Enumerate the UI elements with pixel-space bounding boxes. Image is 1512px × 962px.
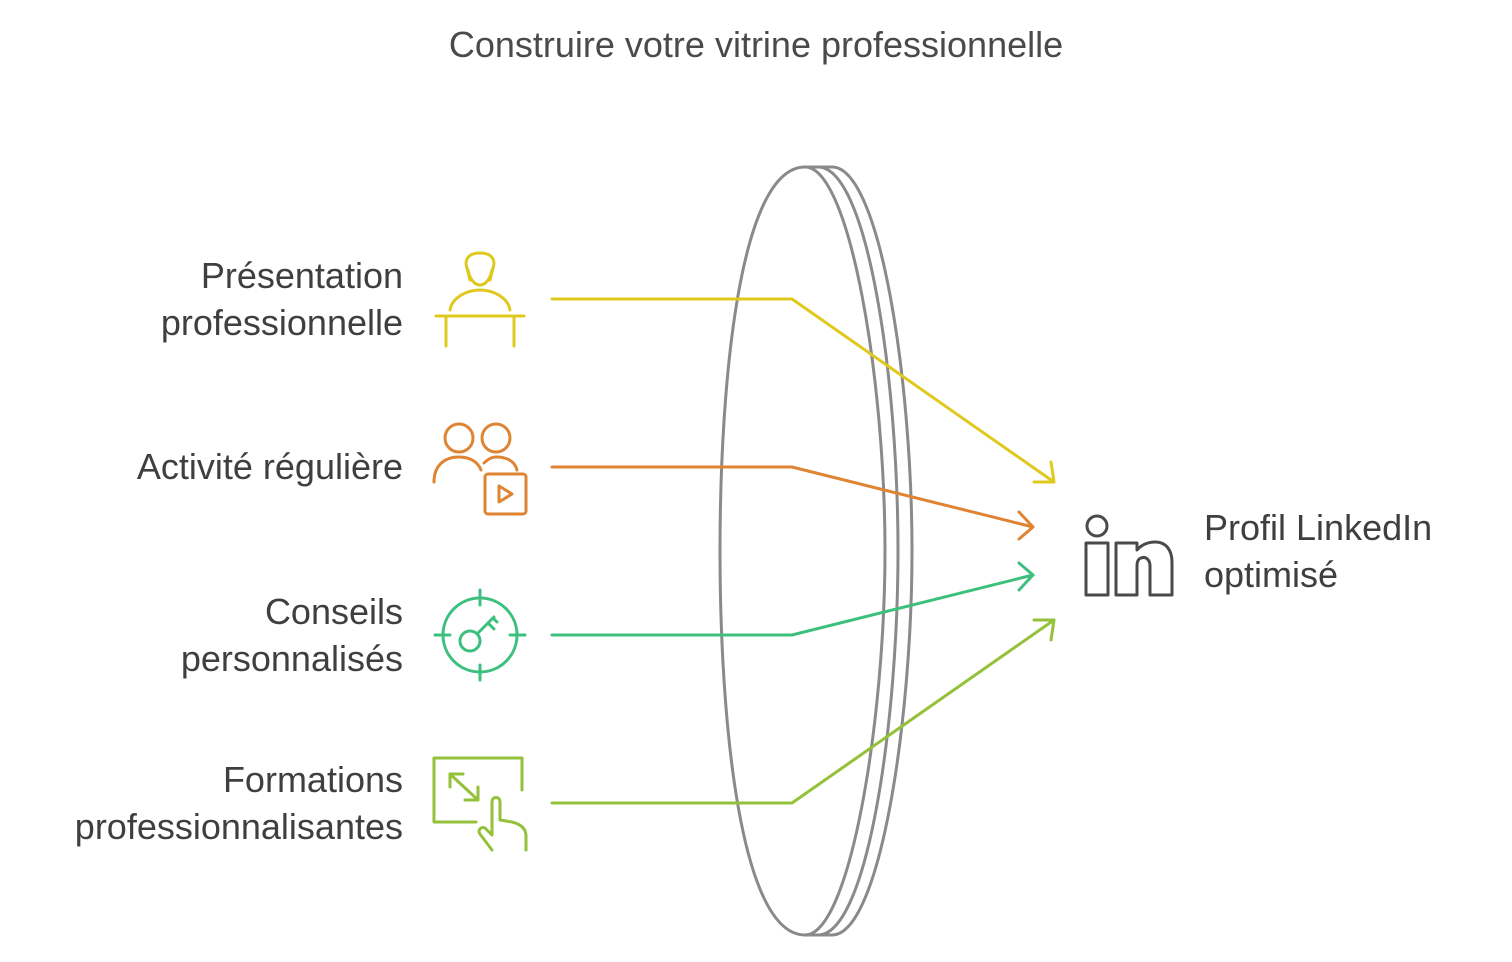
connector-presentation	[550, 297, 1056, 484]
label-formations: Formations professionnalisantes	[74, 759, 403, 847]
touch-expand-icon	[432, 756, 528, 852]
lens-shape	[718, 165, 914, 937]
presenter-icon	[434, 251, 526, 348]
label-conseils: Conseils personnalisés	[180, 591, 403, 679]
connector-conseils	[550, 561, 1035, 637]
linkedin-icon	[1084, 514, 1174, 597]
target-key-icon	[433, 588, 527, 682]
connector-activite	[550, 465, 1035, 541]
diagram-title: Construire votre vitrine professionnelle	[448, 24, 1064, 65]
users-video-icon	[432, 422, 528, 516]
label-output: Profil LinkedIn optimisé	[1204, 507, 1433, 595]
connector-formations	[550, 618, 1056, 805]
label-presentation: Présentation professionnelle	[160, 255, 403, 343]
label-activite: Activité régulière	[136, 446, 403, 487]
